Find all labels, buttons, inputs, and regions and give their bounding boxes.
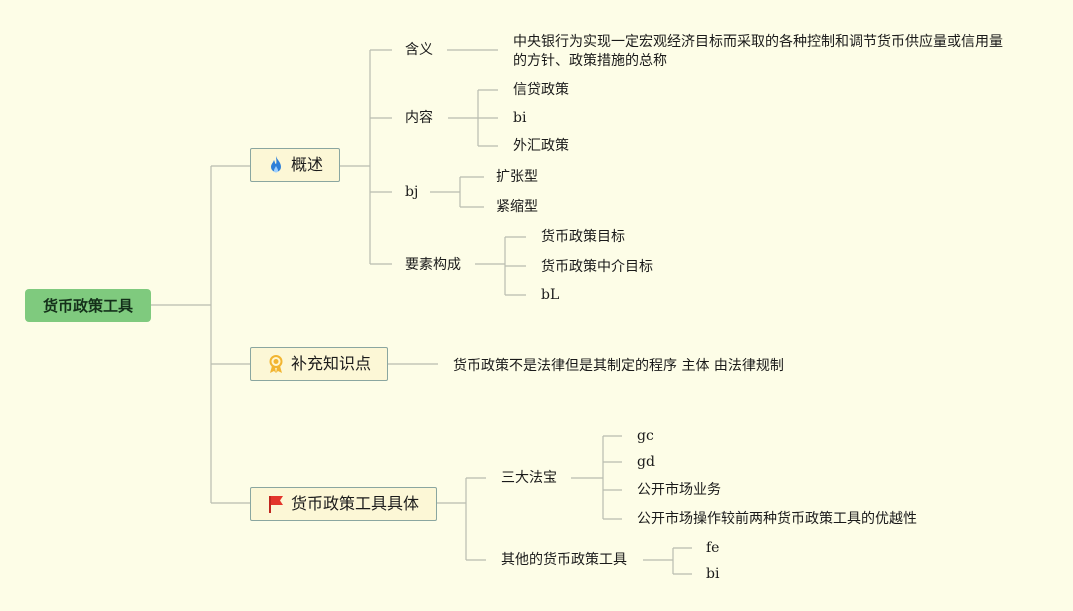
leaf-meaning-definition[interactable]: 中央银行为实现一定宏观经济目标而采取的各种控制和调节货币供应量或信用量的方针、政… xyxy=(513,34,1003,69)
subtopic-other-tools[interactable]: 其他的货币政策工具 xyxy=(501,552,627,568)
flame-icon xyxy=(267,155,285,175)
topic-overview-label: 概述 xyxy=(291,155,324,174)
subtopic-content[interactable]: 内容 xyxy=(405,110,433,126)
leaf-gd[interactable]: gd xyxy=(637,454,655,470)
leaf-forex-policy[interactable]: 外汇政策 xyxy=(513,138,569,154)
leaf-intermediate-goal[interactable]: 货币政策中介目标 xyxy=(541,259,653,275)
leaf-contractionary[interactable]: 紧缩型 xyxy=(496,199,538,215)
root-node[interactable]: 货币政策工具 xyxy=(25,289,151,322)
leaf-bl[interactable]: bL xyxy=(541,287,560,303)
topic-specific-tools[interactable]: 货币政策工具具体 xyxy=(250,487,437,521)
leaf-open-market-advantage[interactable]: 公开市场操作较前两种货币政策工具的优越性 xyxy=(637,511,917,527)
leaf-policy-goal[interactable]: 货币政策目标 xyxy=(541,229,625,245)
topic-supplement-label: 补充知识点 xyxy=(291,354,372,373)
topic-supplement[interactable]: 补充知识点 xyxy=(250,347,388,381)
leaf-open-market[interactable]: 公开市场业务 xyxy=(637,482,721,498)
subtopic-meaning[interactable]: 含义 xyxy=(405,42,433,58)
subtopic-bj[interactable]: bj xyxy=(405,184,419,200)
leaf-expansionary[interactable]: 扩张型 xyxy=(496,169,538,185)
subtopic-elements[interactable]: 要素构成 xyxy=(405,257,461,273)
topic-specific-tools-label: 货币政策工具具体 xyxy=(291,494,420,513)
leaf-gc[interactable]: gc xyxy=(637,428,654,444)
root-label: 货币政策工具 xyxy=(42,296,133,315)
leaf-credit-policy[interactable]: 信贷政策 xyxy=(513,82,569,98)
red-flag-icon xyxy=(267,494,285,514)
leaf-bi[interactable]: bi xyxy=(513,110,527,126)
topic-overview[interactable]: 概述 xyxy=(250,148,340,182)
leaf-other-bi[interactable]: bi xyxy=(706,566,720,582)
award-ribbon-icon xyxy=(267,354,285,374)
leaf-supplement-note[interactable]: 货币政策不是法律但是其制定的程序 主体 由法律规制 xyxy=(453,358,784,374)
subtopic-three-tools[interactable]: 三大法宝 xyxy=(501,470,557,486)
leaf-fe[interactable]: fe xyxy=(706,540,720,556)
